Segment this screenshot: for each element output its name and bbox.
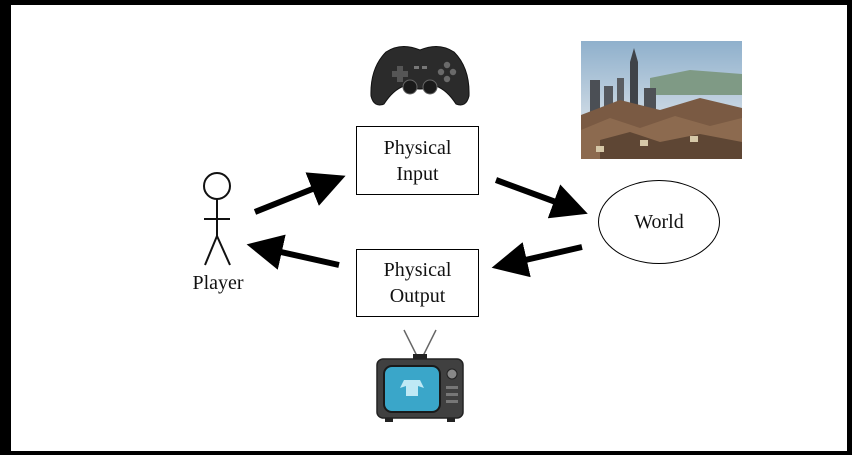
player-label: Player — [192, 272, 244, 294]
physical-input-line2: Input — [396, 162, 439, 185]
arrow-input-to-world — [494, 177, 588, 219]
stick-figure-icon — [203, 172, 231, 266]
arrow-player-to-input — [253, 172, 346, 215]
physical-output-line2: Output — [389, 285, 446, 307]
television-icon — [376, 329, 464, 422]
world-node: World — [598, 180, 720, 264]
world-label: World — [634, 210, 684, 233]
arrow-output-to-player — [246, 234, 340, 270]
arrow-world-to-output — [491, 242, 583, 278]
physical-output-line1: Physical — [383, 259, 452, 281]
city-scene-image — [581, 41, 742, 159]
physical-input-line1: Physical — [383, 136, 452, 159]
physical-output-box: Physical Output — [356, 249, 479, 317]
gamepad-icon — [370, 46, 470, 106]
physical-input-box: Physical Input — [356, 126, 479, 195]
